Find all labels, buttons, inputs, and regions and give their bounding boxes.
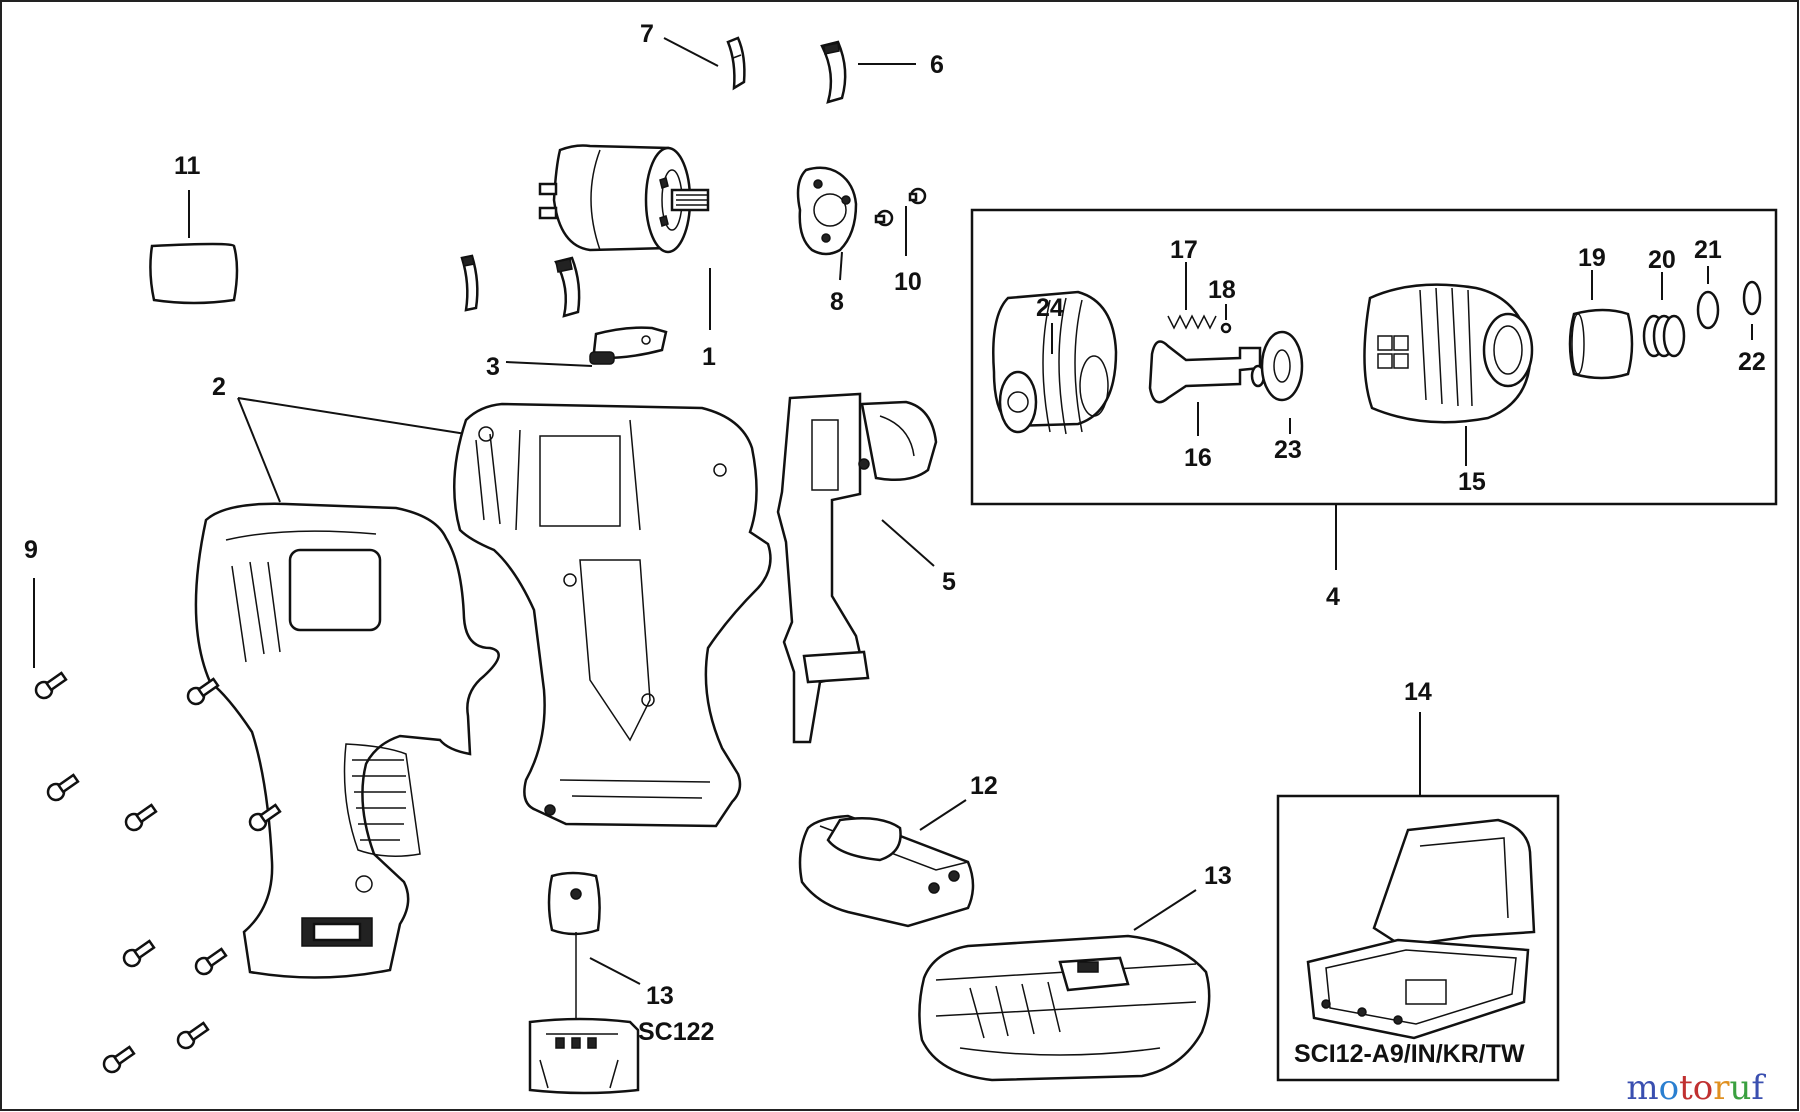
callout-15: 15 <box>1458 468 1486 496</box>
callout-3: 3 <box>486 353 500 381</box>
callout-9: 9 <box>24 536 38 564</box>
callout-7: 7 <box>640 20 654 48</box>
callout-24: 24 <box>1036 294 1064 322</box>
callout-21: 21 <box>1694 236 1722 264</box>
part-16-spindle <box>1148 340 1266 404</box>
callout-14: 14 <box>1404 678 1432 706</box>
part-brush-right <box>554 256 581 318</box>
part-17-spring <box>1167 314 1217 330</box>
callout-2: 2 <box>212 373 226 401</box>
callout-11: 11 <box>174 152 201 180</box>
callout-12: 12 <box>970 772 998 800</box>
callout-22: 22 <box>1738 348 1766 376</box>
callout-6: 6 <box>930 51 944 79</box>
part-14-case <box>1306 818 1536 1040</box>
part-19-sleeve <box>1568 308 1634 380</box>
callout-1: 1 <box>702 343 716 371</box>
watermark-letter: t <box>1679 1068 1693 1108</box>
callout-5: 5 <box>942 568 956 596</box>
part-8-motor-plate <box>796 166 858 256</box>
part-6-brush-card <box>820 40 847 104</box>
callout-18: 18 <box>1208 276 1236 304</box>
callout-20: 20 <box>1648 246 1676 274</box>
callout-19: 19 <box>1578 244 1606 272</box>
part-22-ring <box>1742 280 1762 316</box>
case-model-label: SCI12-A9/IN/KR/TW <box>1294 1040 1525 1068</box>
part-21-ring <box>1696 290 1720 330</box>
part-2-housing-left <box>194 502 500 979</box>
callout-17: 17 <box>1170 236 1198 264</box>
part-7-brush <box>726 36 746 91</box>
charger-model-label: SC122 <box>638 1018 714 1046</box>
watermark-letter: m <box>1626 1068 1659 1108</box>
watermark-letter: u <box>1729 1068 1752 1108</box>
part-23-washer <box>1260 330 1304 402</box>
callout-16: 16 <box>1184 444 1212 472</box>
case-14-box <box>1276 794 1560 1082</box>
part-13-charger <box>918 934 1211 1082</box>
watermark: motoruf <box>1626 1068 1764 1108</box>
callout-10: 10 <box>894 268 922 296</box>
part-20-rings <box>1642 314 1686 358</box>
part-15-collar <box>1363 283 1534 424</box>
part-12-battery <box>798 814 975 928</box>
watermark-letter: o <box>1692 1068 1714 1108</box>
part-3-connector <box>589 326 668 365</box>
part-24-gearbox <box>992 290 1118 435</box>
part-13-wall-charger <box>528 871 640 1095</box>
assembly-4-box <box>970 208 1778 506</box>
part-brush-left <box>460 254 479 312</box>
part-10-screws <box>874 187 927 227</box>
watermark-letter: o <box>1658 1068 1680 1108</box>
part-2-housing-right <box>453 402 772 828</box>
part-5-switch <box>776 392 938 744</box>
part-1-motor <box>538 144 710 254</box>
callout-13-charger: 13 <box>1204 862 1232 890</box>
watermark-letter: r <box>1713 1068 1730 1108</box>
part-11-label <box>149 242 239 305</box>
part-18-ball <box>1220 322 1232 334</box>
watermark-letter: f <box>1751 1068 1764 1108</box>
callout-13-wall: 13 <box>646 982 674 1010</box>
part-9-screws <box>34 671 282 1074</box>
callout-23: 23 <box>1274 436 1302 464</box>
callout-4: 4 <box>1326 583 1340 611</box>
callout-8: 8 <box>830 288 844 316</box>
